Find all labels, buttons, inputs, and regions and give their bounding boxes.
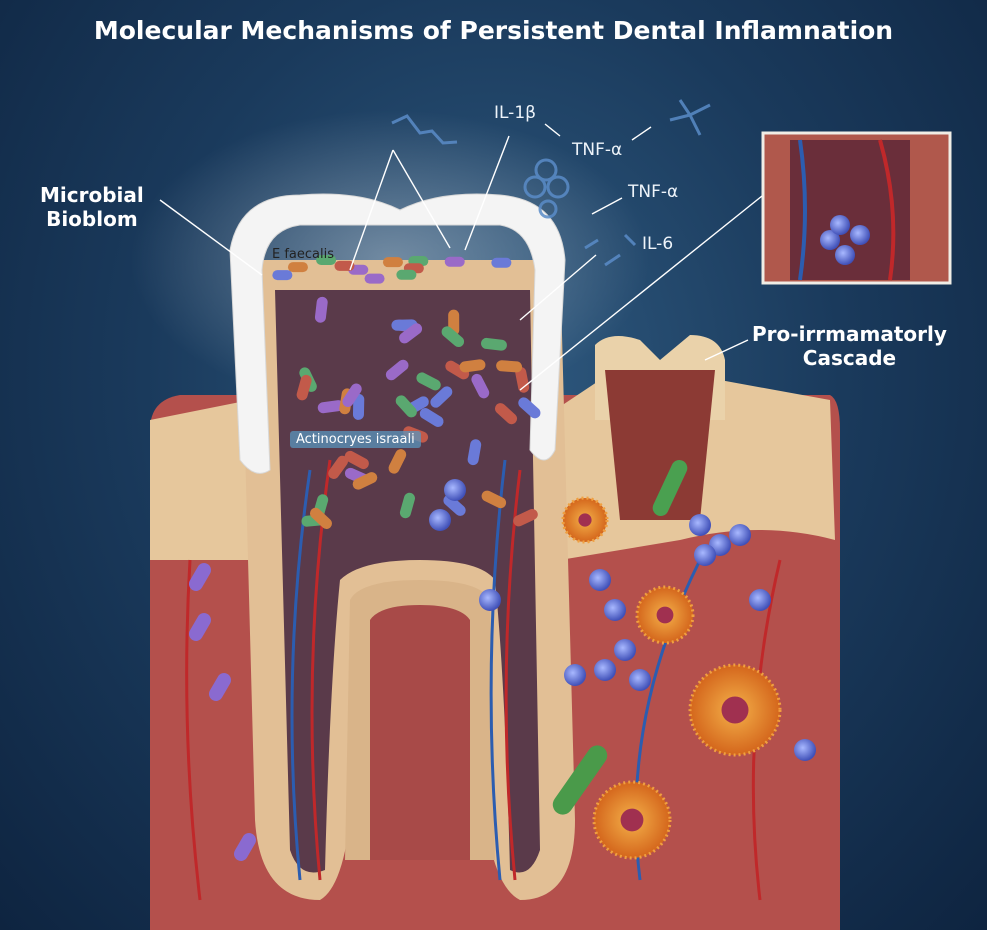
bacterium xyxy=(430,386,453,408)
bacterium xyxy=(342,383,362,407)
lymphocyte xyxy=(604,599,626,621)
bacterium xyxy=(364,273,385,284)
label-actinomyces: Actinocryes israali xyxy=(290,431,421,448)
inset-lymphocyte xyxy=(820,230,840,250)
bacterium xyxy=(352,472,378,490)
lymphocyte xyxy=(749,589,771,611)
label-cascade-line1: Pro-irrmamatorly xyxy=(752,322,947,346)
lymphocyte xyxy=(794,739,816,761)
bacterium xyxy=(419,408,444,427)
bacterium-purple xyxy=(209,673,231,701)
label-inflammatory-cascade: Pro-irrmamatorly Cascade xyxy=(752,322,947,370)
bacterium xyxy=(317,400,344,414)
bacterium xyxy=(287,262,308,273)
bacterium xyxy=(491,257,512,268)
bacterium xyxy=(385,359,409,381)
lesion xyxy=(605,370,715,520)
inset-lymphocyte xyxy=(830,215,850,235)
label-e-faecalis: E faecalis xyxy=(272,247,334,262)
cytokine-il6: IL-6 xyxy=(642,234,674,254)
bacterium xyxy=(399,323,423,344)
cytokine-il1b: IL-1β xyxy=(494,103,536,123)
bacterium xyxy=(443,494,466,516)
page-title: Molecular Mechanisms of Persistent Denta… xyxy=(93,16,894,45)
bacterium xyxy=(471,373,490,399)
lymphocyte xyxy=(689,514,711,536)
lymphocyte xyxy=(629,669,651,691)
lymphocyte xyxy=(444,479,466,501)
bacterium-purple xyxy=(189,563,211,591)
lymphocyte xyxy=(564,664,586,686)
bacterium xyxy=(395,395,417,418)
bacterium xyxy=(334,260,355,271)
blood-vessel xyxy=(504,469,522,881)
inset-lymphocyte xyxy=(850,225,870,245)
lymphocyte xyxy=(589,569,611,591)
label-cascade-line2: Cascade xyxy=(802,346,897,370)
bacterium xyxy=(344,450,369,470)
inset-vessel xyxy=(878,139,896,281)
bacterium xyxy=(388,449,407,474)
bacterium xyxy=(445,360,470,380)
label-microbial-line2: Bioblom xyxy=(46,207,138,231)
lymphocyte xyxy=(614,639,636,661)
bacterium xyxy=(382,257,403,268)
cytokine-tnfa: TNF-α xyxy=(572,140,623,160)
macrophage-nucleus xyxy=(578,513,592,527)
macrophage-nucleus xyxy=(656,606,674,624)
blood-vessel xyxy=(489,459,507,881)
cytokine-tnfa-2: TNF-α xyxy=(628,182,679,202)
lymphocyte xyxy=(479,589,501,611)
bacterium xyxy=(481,337,507,351)
inner-pulp xyxy=(370,605,470,860)
bacterium xyxy=(352,393,365,420)
bacterium xyxy=(444,256,465,267)
bacterium xyxy=(396,269,417,280)
bacterium-green xyxy=(552,745,608,815)
inset-lymphocyte xyxy=(835,245,855,265)
lymphocyte xyxy=(594,659,616,681)
bacterium xyxy=(441,326,465,348)
bacterium xyxy=(494,403,518,425)
bacterium xyxy=(316,255,337,266)
bacterium xyxy=(416,372,441,391)
label-microbial-line1: Microbial xyxy=(40,183,144,207)
blood-vessel xyxy=(185,559,202,901)
bacterium xyxy=(496,360,523,373)
bacterium xyxy=(399,492,415,519)
macrophage-nucleus xyxy=(620,808,644,832)
bacterium xyxy=(328,455,348,479)
label-microbial-biofilm: Microbial Bioblom xyxy=(40,183,144,231)
bacterium xyxy=(513,509,538,527)
bacterium xyxy=(314,296,328,323)
lymphocyte xyxy=(694,544,716,566)
bacterium xyxy=(518,397,541,419)
lymphocyte xyxy=(429,509,451,531)
lymphocyte xyxy=(729,524,751,546)
bacterium xyxy=(481,490,507,509)
tooth-enamel xyxy=(229,193,566,474)
bacterium-purple xyxy=(234,833,256,861)
bacterium xyxy=(272,270,293,281)
blood-vessel xyxy=(290,469,312,881)
bacterium xyxy=(296,374,312,401)
bacterium-green xyxy=(652,460,688,516)
bacterium xyxy=(309,507,332,530)
bacterium-purple xyxy=(189,613,211,641)
bacterium xyxy=(467,439,482,466)
inset-vessel xyxy=(798,139,807,281)
bacterium xyxy=(459,359,486,373)
macrophage-nucleus xyxy=(721,696,749,724)
